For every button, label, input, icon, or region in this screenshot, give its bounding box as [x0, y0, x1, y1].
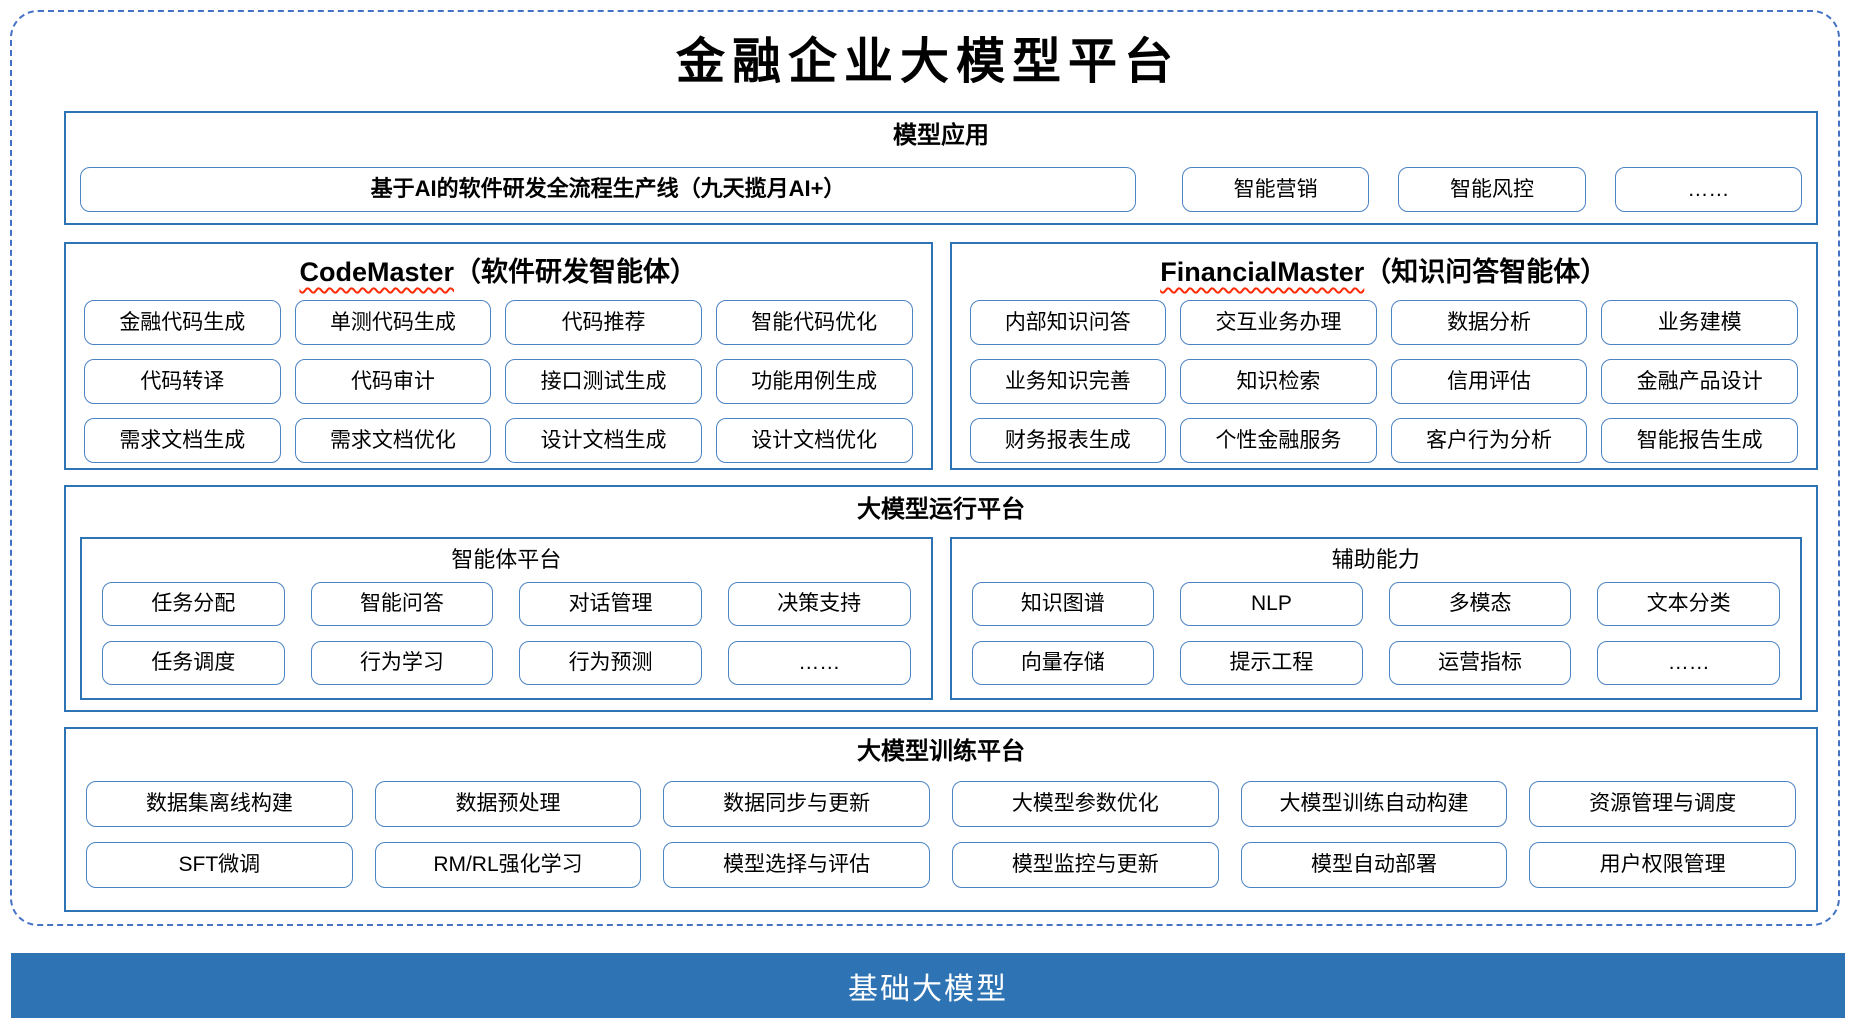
- capability-pill: 决策支持: [727, 582, 911, 626]
- capability-pill: 财务报表生成: [969, 418, 1167, 463]
- financialmaster-grid: 内部知识问答交互业务办理数据分析业务建模业务知识完善知识检索信用评估金融产品设计…: [969, 300, 1798, 463]
- model-apps-header: 模型应用: [893, 122, 989, 149]
- aux-capabilities-header: 辅助能力: [1331, 547, 1420, 572]
- capability-pill: 数据同步与更新: [663, 781, 930, 827]
- financialmaster-title-cn: （知识问答智能体）: [1364, 257, 1608, 287]
- runtime-subrow: 智能体平台 任务分配智能问答对话管理决策支持任务调度行为学习行为预测 …… 辅助能…: [80, 537, 1802, 700]
- capability-pill: 数据集离线构建: [86, 781, 353, 827]
- capability-pill: 交互业务办理: [1180, 300, 1377, 345]
- capability-pill: 行为预测: [519, 641, 702, 685]
- financialmaster-title-en: FinancialMaster: [1160, 257, 1365, 287]
- pipeline-pill: 基于AI的软件研发全流程生产线（九天揽月AI+）: [80, 167, 1136, 212]
- agents-row: CodeMaster（软件研发智能体） 金融代码生成单测代码生成代码推荐智能代码…: [64, 242, 1818, 470]
- capability-pill: 代码转译: [84, 359, 281, 404]
- capability-pill: 功能用例生成: [715, 359, 913, 404]
- capability-pill: 代码审计: [294, 359, 492, 404]
- capability-pill: 信用评估: [1390, 359, 1588, 404]
- capability-pill: 知识图谱: [971, 582, 1155, 626]
- capability-pill: 知识检索: [1180, 359, 1377, 404]
- capability-pill: 客户行为分析: [1390, 418, 1588, 463]
- capability-pill: 智能报告生成: [1601, 418, 1798, 463]
- section-codemaster: CodeMaster（软件研发智能体） 金融代码生成单测代码生成代码推荐智能代码…: [64, 242, 933, 470]
- capability-pill: 智能代码优化: [715, 300, 913, 345]
- model-apps-row: 基于AI的软件研发全流程生产线（九天揽月AI+） 智能营销 智能风控 ……: [80, 167, 1802, 212]
- training-header: 大模型训练平台: [857, 738, 1025, 765]
- capability-pill: 模型监控与更新: [951, 842, 1219, 888]
- capability-pill: 智能营销: [1182, 167, 1370, 212]
- ellipsis-pill: ……: [1597, 641, 1780, 685]
- section-training-platform: 大模型训练平台 数据集离线构建数据预处理数据同步与更新大模型参数优化大模型训练自…: [64, 727, 1818, 912]
- capability-pill: 设计文档生成: [505, 418, 702, 463]
- capability-pill: 代码推荐: [505, 300, 702, 345]
- capability-pill: 设计文档优化: [715, 418, 913, 463]
- capability-pill: 向量存储: [971, 641, 1155, 685]
- section-financialmaster: FinancialMaster（知识问答智能体） 内部知识问答交互业务办理数据分…: [949, 242, 1818, 470]
- subsection-agent-platform: 智能体平台 任务分配智能问答对话管理决策支持任务调度行为学习行为预测 ……: [80, 537, 933, 700]
- training-grid: 数据集离线构建数据预处理数据同步与更新大模型参数优化大模型训练自动构建资源管理与…: [86, 781, 1796, 888]
- capability-pill: 单测代码生成: [294, 300, 492, 345]
- aux-capabilities-grid: 知识图谱 NLP 多模态文本分类向量存储提示工程运营指标 ……: [971, 582, 1780, 685]
- codemaster-header: CodeMaster（软件研发智能体）: [66, 254, 931, 290]
- capability-pill: 资源管理与调度: [1529, 781, 1796, 827]
- ellipsis-pill: ……: [1614, 167, 1802, 212]
- capability-pill: 大模型训练自动构建: [1240, 781, 1508, 827]
- foundation-model-bar: 基础大模型: [11, 953, 1845, 1018]
- capability-pill: 业务知识完善: [969, 359, 1167, 404]
- agent-platform-grid: 任务分配智能问答对话管理决策支持任务调度行为学习行为预测 ……: [102, 582, 911, 685]
- capability-pill: 任务分配: [102, 582, 285, 626]
- capability-pill: 模型自动部署: [1240, 842, 1508, 888]
- section-runtime-platform: 大模型运行平台 智能体平台 任务分配智能问答对话管理决策支持任务调度行为学习行为…: [64, 485, 1818, 712]
- capability-pill: 数据分析: [1390, 300, 1588, 345]
- capability-pill: 需求文档优化: [294, 418, 492, 463]
- capability-pill: SFT微调: [86, 842, 353, 888]
- capability-pill: 运营指标: [1388, 641, 1572, 685]
- capability-pill: 提示工程: [1180, 641, 1363, 685]
- capability-pill: NLP: [1180, 582, 1363, 626]
- capability-pill: 对话管理: [519, 582, 702, 626]
- financialmaster-header: FinancialMaster（知识问答智能体）: [952, 254, 1817, 290]
- capability-pill: 智能问答: [310, 582, 494, 626]
- capability-pill: 模型选择与评估: [663, 842, 930, 888]
- capability-pill: RM/RL强化学习: [374, 842, 642, 888]
- capability-pill: 接口测试生成: [505, 359, 702, 404]
- subsection-aux-capabilities: 辅助能力 知识图谱 NLP 多模态文本分类向量存储提示工程运营指标 ……: [949, 537, 1802, 700]
- capability-pill: 行为学习: [310, 641, 494, 685]
- runtime-header: 大模型运行平台: [857, 496, 1025, 523]
- codemaster-title-cn: （软件研发智能体）: [454, 257, 698, 287]
- capability-pill: 需求文档生成: [84, 418, 281, 463]
- capability-pill: 文本分类: [1597, 582, 1780, 626]
- capability-pill: 智能风控: [1398, 167, 1586, 212]
- ellipsis-pill: ……: [727, 641, 911, 685]
- capability-pill: 用户权限管理: [1529, 842, 1796, 888]
- outer-dashed-frame: [10, 10, 1840, 926]
- codemaster-grid: 金融代码生成单测代码生成代码推荐智能代码优化代码转译代码审计接口测试生成功能用例…: [84, 300, 913, 463]
- capability-pill: 大模型参数优化: [951, 781, 1219, 827]
- capability-pill: 任务调度: [102, 641, 285, 685]
- codemaster-title-en: CodeMaster: [299, 257, 455, 287]
- capability-pill: 金融产品设计: [1601, 359, 1798, 404]
- capability-pill: 多模态: [1388, 582, 1572, 626]
- agent-platform-header: 智能体平台: [451, 547, 562, 572]
- section-model-apps: 模型应用 基于AI的软件研发全流程生产线（九天揽月AI+） 智能营销 智能风控 …: [64, 111, 1818, 225]
- capability-pill: 个性金融服务: [1180, 418, 1377, 463]
- capability-pill: 业务建模: [1601, 300, 1798, 345]
- capability-pill: 金融代码生成: [84, 300, 281, 345]
- capability-pill: 数据预处理: [374, 781, 642, 827]
- page-title: 金融企业大模型平台: [675, 32, 1180, 90]
- capability-pill: 内部知识问答: [969, 300, 1167, 345]
